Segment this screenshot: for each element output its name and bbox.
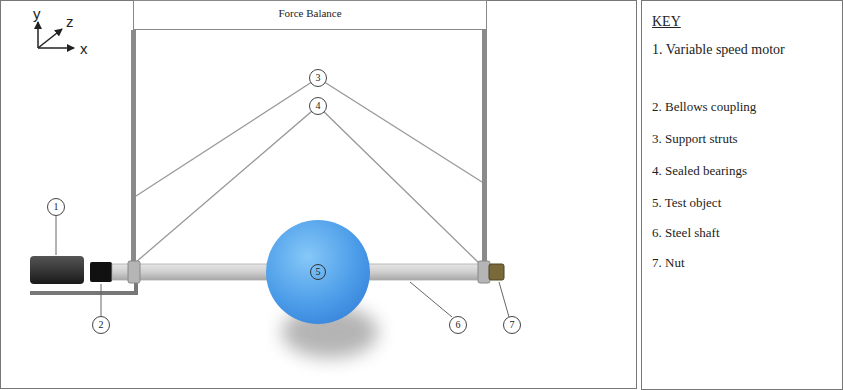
support-strut [136,78,482,196]
key-item: 1. Variable speed motor [652,39,814,61]
force-balance-box: Force Balance [133,0,487,30]
motor-symbol [30,256,84,284]
axis-label: x [80,41,88,56]
coupling-symbol [90,262,112,282]
callout-text: 7 [510,320,515,330]
key-heading: KEY [652,11,681,33]
left-post [131,30,136,270]
callout-number: 5 [310,264,326,280]
callout-number: 3 [309,69,327,87]
panel-frame [1,1,637,389]
callout-text: 1 [54,202,59,212]
nut-symbol [489,264,504,280]
key-item: 6. Steel shaft [652,223,843,244]
callout-number: 1 [47,198,65,216]
callout-text: 2 [99,320,104,330]
callout-number: 4 [309,97,327,115]
right-post [482,30,487,270]
bearing-symbol [478,261,490,283]
callout-text: 6 [456,320,461,330]
callout-text: 3 [316,73,321,83]
key-panel: KEY 1. Variable speed motor 2. Bellows cou… [641,0,843,390]
key-item: 2. Bellows coupling [652,97,843,118]
key-item: 5. Test object [652,193,843,214]
test-object-ball: 5 [266,220,370,324]
key-item: 7. Nut [652,253,843,274]
axis-label: z [66,14,74,29]
bearing-symbol [128,261,140,283]
axis-label: y [33,6,41,21]
box-title: Force Balance [278,7,341,19]
key-item: 4. Sealed bearings [652,161,843,182]
callout-number: 7 [503,316,521,334]
callout-number: 2 [92,316,110,334]
callout-number: 6 [449,316,467,334]
callout-text: 4 [316,101,321,111]
key-item: 3. Support struts [652,129,843,150]
